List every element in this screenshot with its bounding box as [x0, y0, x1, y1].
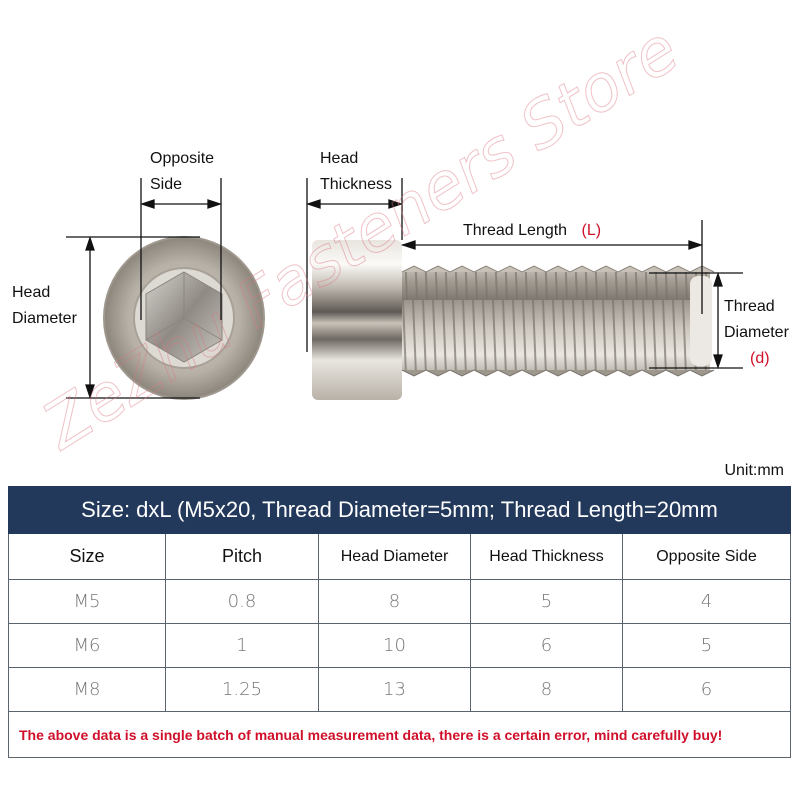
cell-pitch: 1.25	[165, 667, 319, 712]
table-row: M6 1 10 6 5	[8, 623, 791, 668]
measurement-disclaimer: The above data is a single batch of manu…	[8, 711, 791, 758]
cell-opposite-side: 4	[622, 579, 791, 624]
column-header-pitch: Pitch	[165, 533, 319, 580]
unit-label: Unit:mm	[724, 462, 784, 479]
head-thickness-label: Head Thickness	[320, 150, 393, 193]
cell-head-diameter: 10	[318, 623, 471, 668]
opposite-side-label: Opposite Side	[150, 150, 215, 193]
table-row: M8 1.25 13 8 6	[8, 667, 791, 712]
cell-opposite-side: 6	[622, 667, 791, 712]
thread-length-label: Thread Length (L)	[463, 222, 602, 239]
thread-length-symbol: (L)	[581, 222, 602, 239]
table-title-row: Size: dxL (M5x20, Thread Diameter=5mm; T…	[8, 486, 791, 534]
screw-dimension-diagram: Opposite Side Head Thickness Head Diamet…	[12, 12, 789, 464]
cell-opposite-side: 5	[622, 623, 791, 668]
cell-head-thickness: 5	[470, 579, 623, 624]
thread-diameter-label: Thread Diameter (d)	[724, 294, 789, 372]
column-header-head-thickness: Head Thickness	[470, 533, 623, 580]
cell-head-diameter: 8	[318, 579, 471, 624]
table-header-row: Size Pitch Head Diameter Head Thickness …	[8, 533, 791, 580]
cell-head-diameter: 13	[318, 667, 471, 712]
table-note-row: The above data is a single batch of manu…	[8, 711, 791, 758]
cell-head-thickness: 6	[470, 623, 623, 668]
cell-head-thickness: 8	[470, 667, 623, 712]
cell-size: M8	[8, 667, 166, 712]
table-row: M5 0.8 8 5 4	[8, 579, 791, 624]
cell-size: M6	[8, 623, 166, 668]
cell-pitch: 1	[165, 623, 319, 668]
spec-table: Size: dxL (M5x20, Thread Diameter=5mm; T…	[8, 486, 791, 758]
cell-size: M5	[8, 579, 166, 624]
head-diameter-label: Head Diameter	[12, 284, 77, 327]
screw-illustration	[66, 178, 743, 400]
column-header-opposite-side: Opposite Side	[622, 533, 791, 580]
column-header-head-diameter: Head Diameter	[318, 533, 471, 580]
column-header-size: Size	[8, 533, 166, 580]
thread-diameter-symbol: (d)	[750, 350, 770, 367]
cell-pitch: 0.8	[165, 579, 319, 624]
table-title: Size: dxL (M5x20, Thread Diameter=5mm; T…	[8, 486, 791, 534]
